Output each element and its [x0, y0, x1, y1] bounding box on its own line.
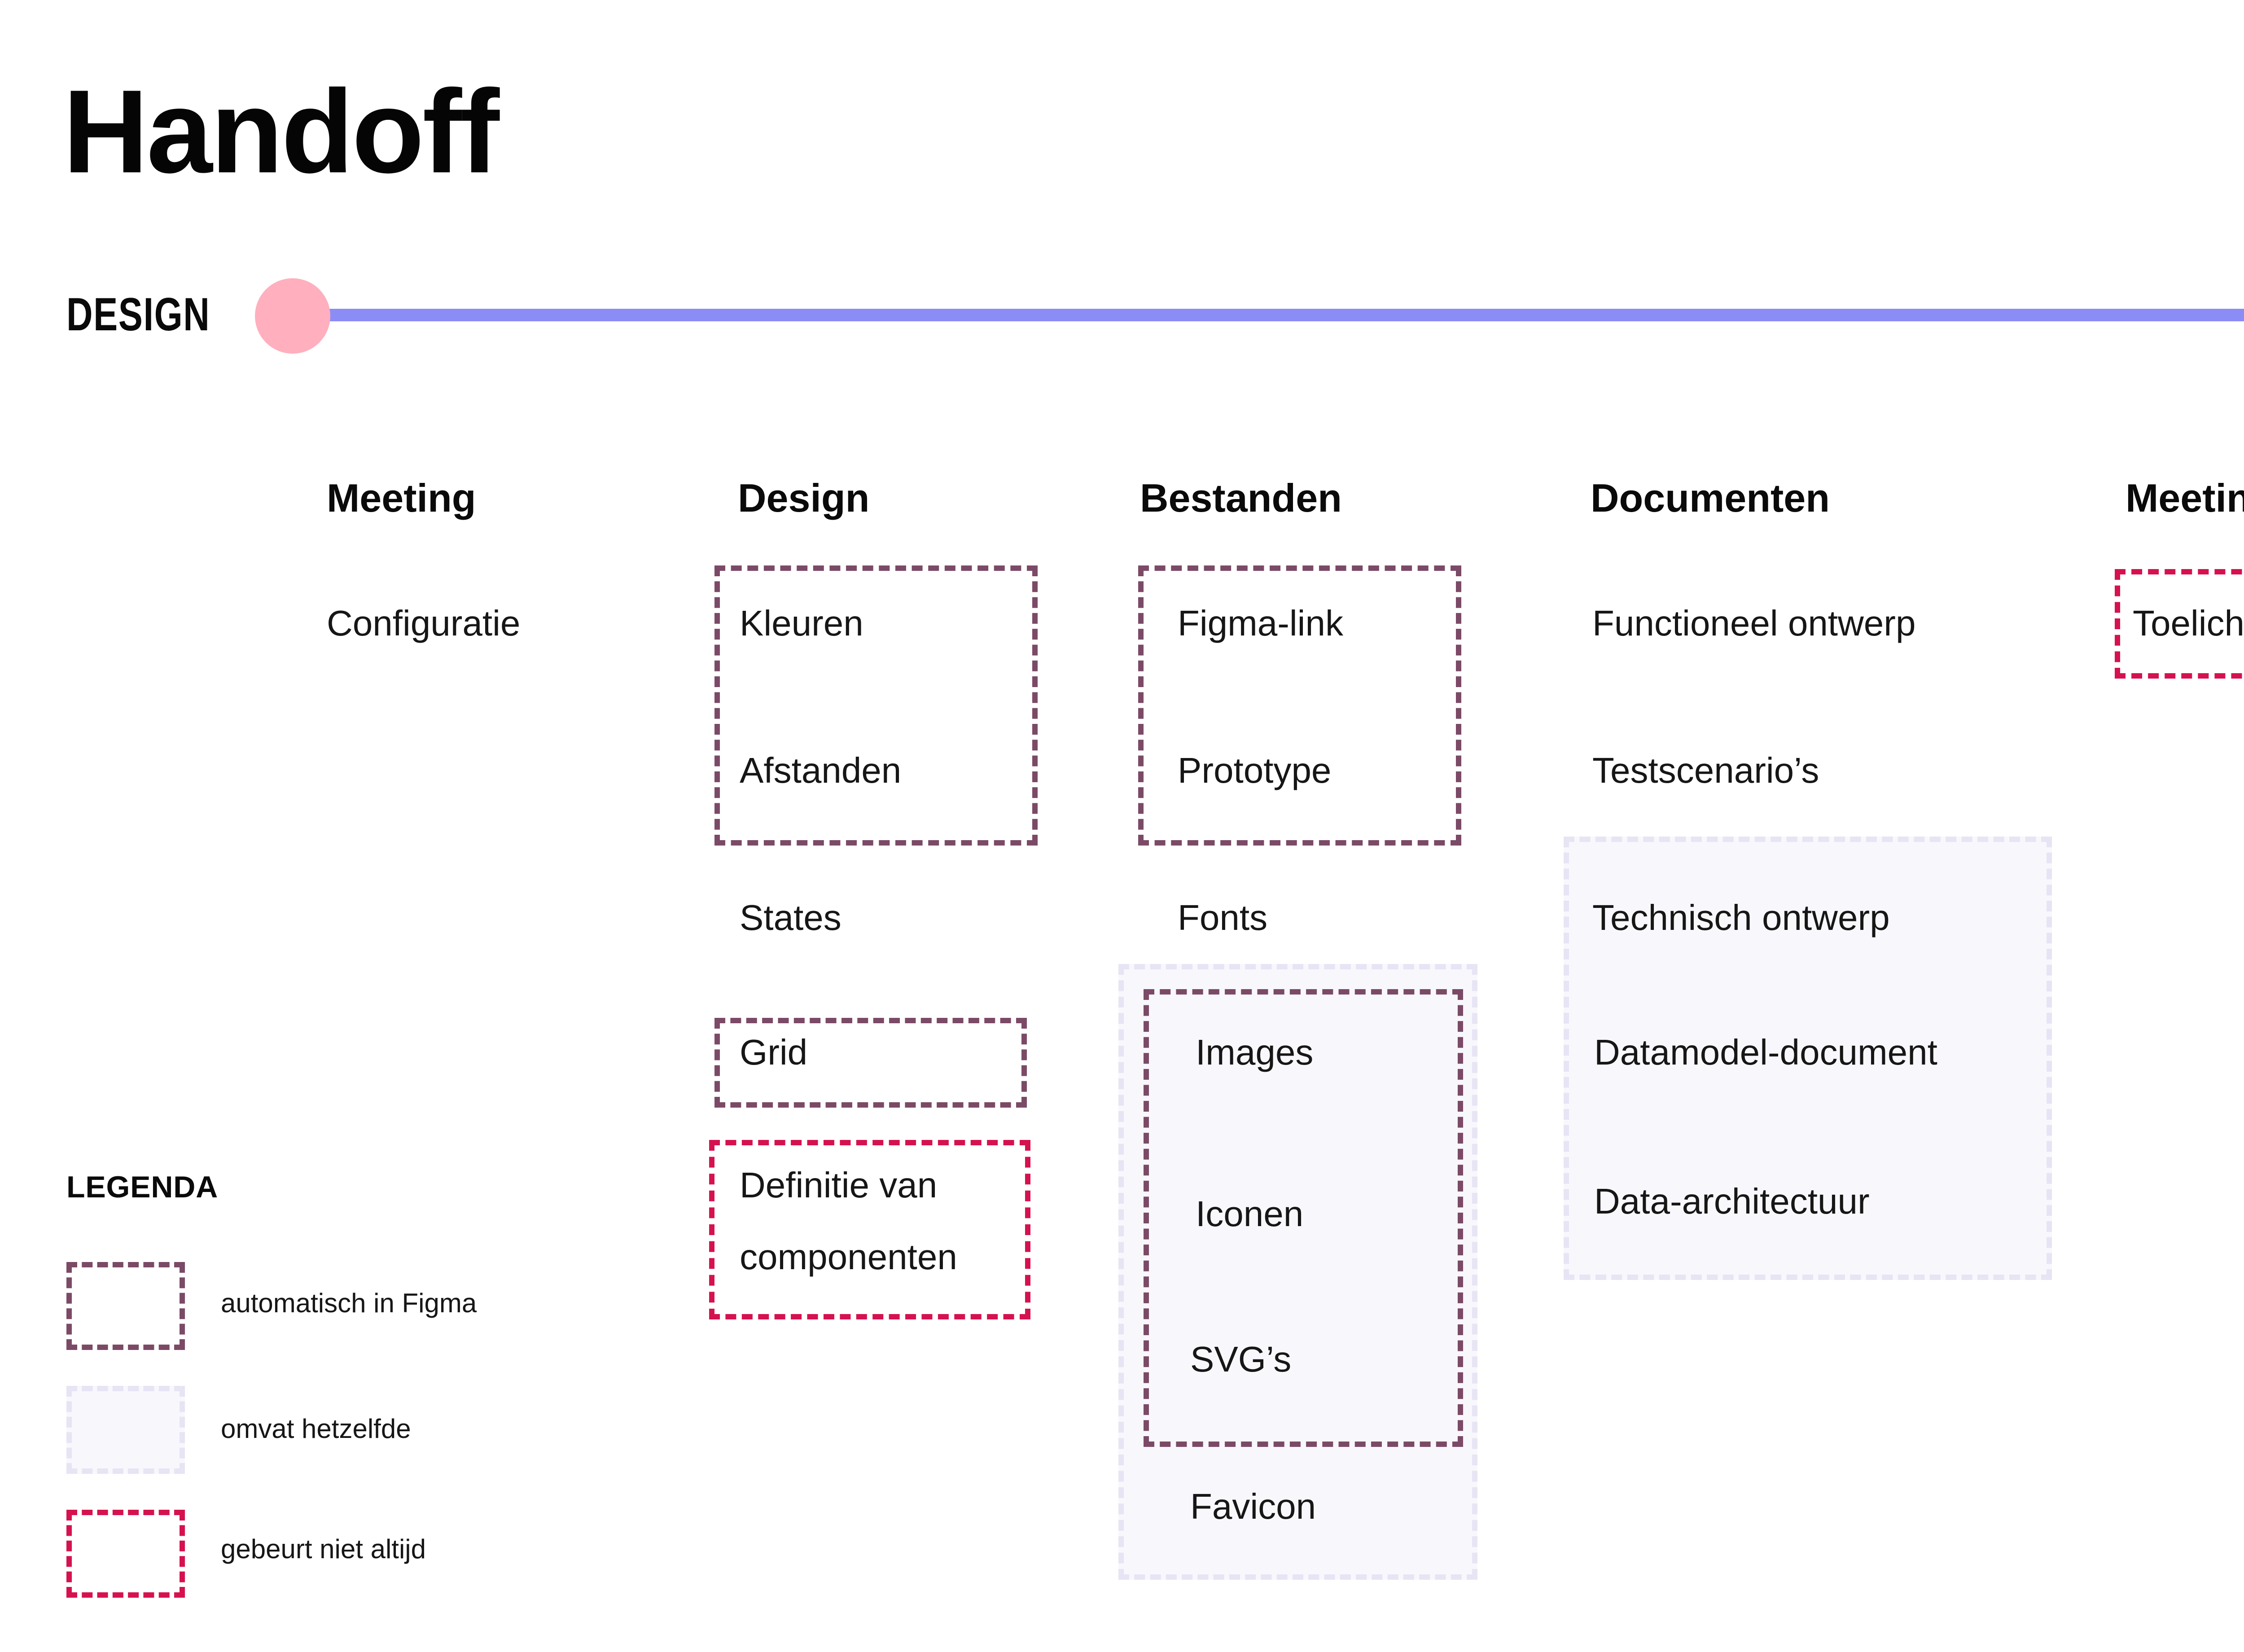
item-definitie-van-componenten: Definitie van componenten — [740, 1167, 957, 1278]
item-figma-link: Figma-link — [1178, 605, 1343, 644]
item-configuratie: Configuratie — [327, 605, 521, 644]
item-grid: Grid — [740, 1034, 808, 1074]
design-auto-figma-box-colors-spacing — [714, 565, 1038, 846]
item-afstanden: Afstanden — [740, 752, 902, 792]
bestanden-auto-figma-box-figma-prototype — [1138, 565, 1461, 846]
item-data-architectuur: Data-architectuur — [1594, 1183, 1870, 1223]
bestanden-shared-panel — [1118, 964, 1477, 1580]
legend-label-gebeurt-niet-altijd: gebeurt niet altijd — [221, 1535, 426, 1565]
item-functioneel-ontwerp: Functioneel ontwerp — [1592, 605, 1916, 644]
timeline-endpoint-left — [255, 278, 330, 354]
legend-label-omvat-hetzelfde: omvat hetzelfde — [221, 1415, 411, 1445]
item-kleuren: Kleuren — [740, 605, 863, 644]
item-images: Images — [1196, 1034, 1314, 1074]
item-iconen: Iconen — [1196, 1196, 1304, 1235]
item-svgs: SVG’s — [1190, 1341, 1292, 1380]
design-not-always-box-component-definitions — [709, 1140, 1030, 1319]
column-header-meeting-2: Meeting — [2126, 476, 2244, 521]
item-testscenarios: Testscenario’s — [1592, 752, 1819, 792]
item-fonts: Fonts — [1178, 899, 1268, 939]
item-favicon: Favicon — [1190, 1488, 1316, 1528]
bestanden-auto-figma-box-images-icons-svgs — [1144, 989, 1463, 1447]
timeline-line — [293, 309, 2244, 321]
timeline-left-label: DESIGN — [66, 287, 251, 343]
column-header-meeting-1: Meeting — [327, 476, 476, 521]
item-prototype: Prototype — [1178, 752, 1332, 792]
page-title: Handoff — [63, 65, 500, 197]
item-toelichting: Toelichting — [2133, 605, 2244, 644]
documenten-shared-panel — [1564, 837, 2052, 1280]
column-header-design: Design — [738, 476, 870, 521]
column-header-bestanden: Bestanden — [1140, 476, 1342, 521]
design-label: DESIGN — [66, 287, 210, 341]
legend-swatch-gebeurt-niet-altijd — [66, 1510, 185, 1598]
item-states: States — [740, 899, 842, 939]
legend-swatch-omvat-hetzelfde — [66, 1386, 185, 1474]
item-technisch-ontwerp: Technisch ontwerp — [1592, 899, 1890, 939]
legend-swatch-automatisch-in-figma — [66, 1262, 185, 1350]
design-auto-figma-box-grid — [714, 1018, 1027, 1108]
column-header-documenten: Documenten — [1591, 476, 1830, 521]
legend-label-automatisch-in-figma: automatisch in Figma — [221, 1289, 477, 1319]
item-datamodel-document: Datamodel-document — [1594, 1034, 1937, 1074]
meeting-not-always-box-toelichting — [2115, 569, 2244, 679]
legend-title: LEGENDA — [66, 1170, 219, 1205]
